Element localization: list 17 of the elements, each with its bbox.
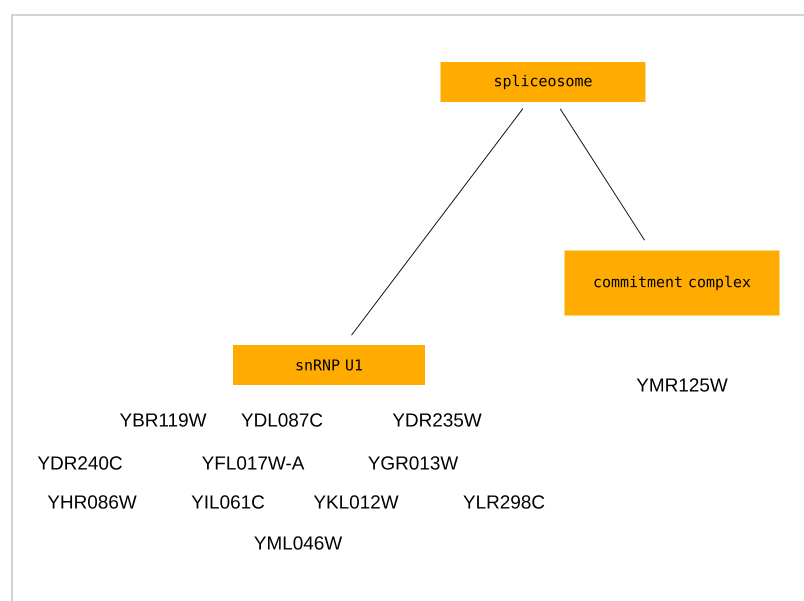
gene-label: YHR086W [48,495,137,509]
label-box: snRNP U1 [233,345,425,385]
gene-label: YML046W [254,536,342,550]
gene-label: YDR240C [38,456,122,470]
gene-label: YBR119W [120,413,206,427]
gene-label: YDL087C [241,413,322,427]
gene-label: YFL017W-A [202,456,304,470]
gene-label: YLR298C [463,495,544,509]
connector-line [560,108,646,241]
gene-label: YDR235W [392,413,482,427]
connector-line [351,108,524,336]
gene-label: YKL012W [314,495,399,509]
gene-label: YGR013W [368,456,458,470]
label-box: commitment complex [564,250,780,316]
label-box: spliceosome [440,62,646,102]
gene-label: YMR125W [636,378,728,392]
gene-label: YIL061C [192,495,264,509]
